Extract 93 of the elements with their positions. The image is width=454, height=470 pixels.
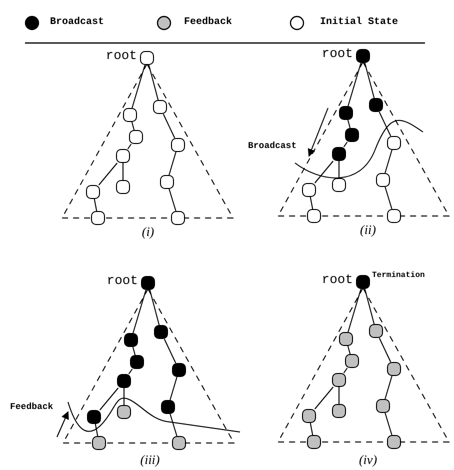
tree-edge: [128, 368, 133, 374]
legend-label: Initial State: [320, 17, 398, 28]
tree-node: [332, 147, 346, 161]
tree-edge: [314, 160, 334, 184]
annotation-text: Termination: [372, 271, 425, 280]
tree-edge: [343, 368, 348, 374]
legend-label: Feedback: [184, 17, 232, 28]
tree-edge: [168, 152, 176, 176]
tree-edge: [132, 346, 136, 356]
tree-edge: [378, 338, 392, 362]
tree-edge: [94, 198, 98, 212]
node-label: root: [106, 273, 138, 288]
tree-node: [302, 409, 316, 423]
tree-node: [345, 128, 359, 142]
tree-edge: [98, 162, 118, 186]
tree-node: [387, 435, 401, 449]
legend-label: Broadcast: [50, 17, 104, 28]
tree-node: [130, 355, 144, 369]
tree-edge: [384, 150, 392, 174]
tree-node: [387, 209, 401, 223]
tree-edge: [347, 346, 351, 354]
tree-edge: [338, 386, 340, 404]
tree-edge: [168, 188, 176, 212]
tree-edge: [384, 376, 392, 400]
tree-edge: [149, 290, 160, 326]
tree-edge: [347, 120, 351, 128]
tree-node: [369, 98, 383, 112]
tree-node: [339, 106, 353, 120]
tree-node: [87, 410, 101, 424]
tree-node: [307, 435, 321, 449]
arrow-label: Feedback: [10, 402, 54, 412]
tree-edge: [122, 162, 124, 180]
tree-edge: [378, 112, 392, 136]
tree-node: [129, 130, 143, 144]
tree-node: [332, 178, 346, 192]
tree-node: [302, 183, 316, 197]
tree-node: [117, 405, 131, 419]
tree-node: [154, 325, 168, 339]
tree-node: [171, 211, 185, 225]
tree-edge: [338, 160, 340, 178]
tree-edge: [364, 62, 375, 98]
tree-edge: [131, 122, 135, 130]
tree-node: [376, 173, 390, 187]
panel-caption: (iv): [358, 452, 378, 468]
node-label: root: [322, 272, 353, 287]
tree-node: [116, 149, 130, 163]
tree-node: [153, 100, 167, 114]
panel-caption: (ii): [360, 222, 376, 238]
node-label: root: [322, 46, 353, 61]
tree-node: [160, 175, 174, 189]
tree-node: [117, 374, 131, 388]
tree-edge: [310, 422, 314, 436]
tree-node: [369, 324, 383, 338]
node-label: root: [106, 48, 137, 63]
tree-node: [339, 332, 353, 346]
tree-node: [387, 362, 401, 376]
tree-node: [124, 333, 138, 347]
tree-edge: [170, 376, 178, 400]
panel-caption: (iii): [140, 452, 160, 468]
arrow-label: Broadcast: [248, 141, 297, 151]
tree-node: [92, 436, 106, 450]
tree-edge: [148, 64, 159, 100]
tree-node: [332, 373, 346, 387]
tree-node: [171, 138, 185, 152]
tree-edge: [164, 338, 176, 364]
tree-edge: [310, 196, 314, 210]
tree-edge: [348, 288, 362, 332]
tree-node: [86, 185, 100, 199]
tree-edge: [384, 186, 392, 210]
tree-node: [161, 400, 175, 414]
tree-node: [172, 363, 186, 377]
tree-edge: [314, 386, 334, 410]
tree-edge: [132, 64, 146, 108]
tree-node: [172, 436, 186, 450]
tree-edge: [343, 142, 348, 148]
tree-node: [123, 108, 137, 122]
tree-node: [376, 399, 390, 413]
tree-edge: [384, 412, 392, 436]
tree-edge: [348, 62, 362, 106]
tree-node: [91, 211, 105, 225]
panel-caption: (i): [142, 224, 154, 240]
tree-edge: [127, 144, 132, 150]
tree-edge: [162, 114, 176, 138]
tree-node: [307, 209, 321, 223]
tree-edge: [94, 424, 98, 436]
tree-edge: [132, 290, 146, 334]
tree-edge: [364, 288, 375, 324]
tree-node: [387, 136, 401, 150]
tree-edge: [170, 414, 178, 436]
tree-node: [332, 404, 346, 418]
tree-node: [116, 180, 130, 194]
tree-edge: [99, 388, 119, 410]
tree-node: [345, 354, 359, 368]
